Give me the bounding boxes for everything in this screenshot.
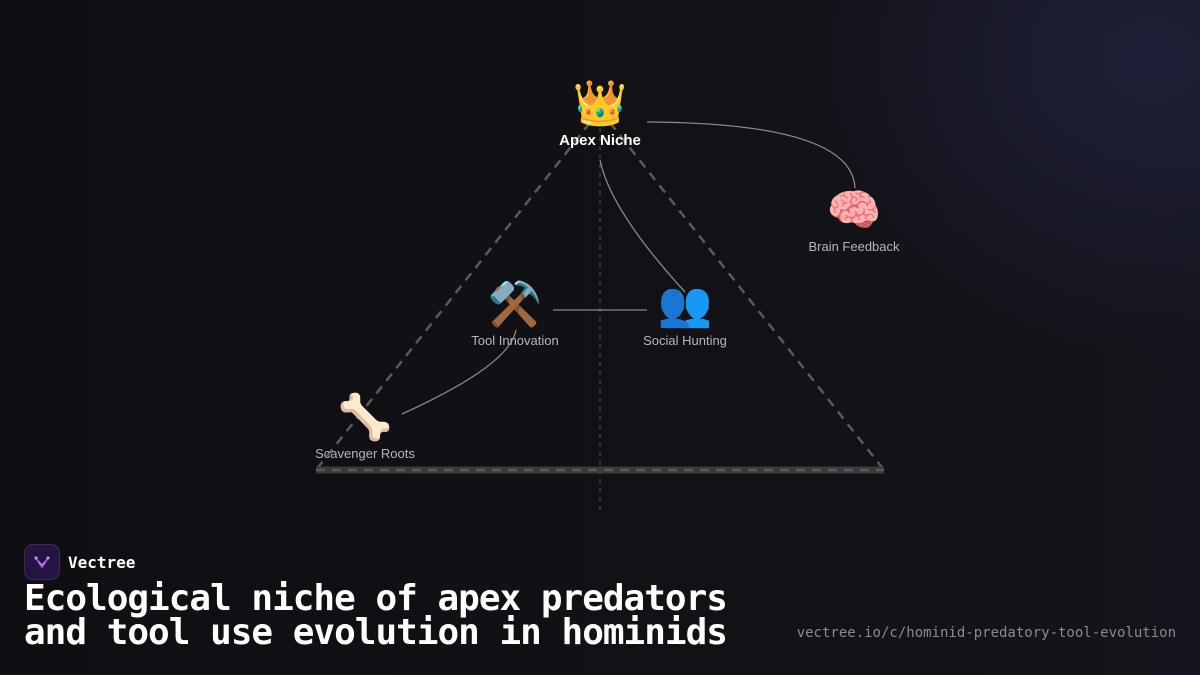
- people-icon: 👥: [657, 280, 713, 329]
- pyramid-left-edge: [315, 109, 601, 471]
- node-label: Social Hunting: [643, 333, 727, 348]
- node-brain-feedback: 🧠 Brain Feedback: [808, 185, 899, 254]
- vectree-logo-icon: [24, 544, 60, 580]
- hammer-pick-icon: ⚒️: [487, 280, 543, 329]
- node-label: Scavenger Roots: [315, 446, 415, 461]
- connector-apex-brain: [646, 121, 856, 189]
- node-apex-niche: 👑 Apex Niche: [559, 78, 641, 149]
- brain-icon: 🧠: [826, 186, 882, 235]
- node-label: Tool Innovation: [471, 333, 559, 348]
- page-title: Ecological niche of apex predators and t…: [24, 578, 728, 653]
- crown-icon: 👑: [572, 79, 628, 128]
- brand: Vectree: [24, 544, 135, 580]
- node-social-hunting: 👥 Social Hunting: [643, 279, 727, 348]
- connector-scavenger-tool: [401, 329, 517, 415]
- source-url[interactable]: vectree.io/c/hominid-predatory-tool-evol…: [796, 625, 1176, 641]
- connector-social-apex: [599, 159, 686, 293]
- brand-name: Vectree: [68, 552, 136, 572]
- node-tool-innovation: ⚒️ Tool Innovation: [471, 279, 558, 348]
- bone-icon: 🦴: [337, 393, 393, 442]
- node-label: Apex Niche: [559, 132, 641, 149]
- pyramid-right-edge: [599, 109, 885, 471]
- node-label: Brain Feedback: [808, 239, 900, 254]
- node-scavenger-roots: 🦴 Scavenger Roots: [315, 392, 415, 461]
